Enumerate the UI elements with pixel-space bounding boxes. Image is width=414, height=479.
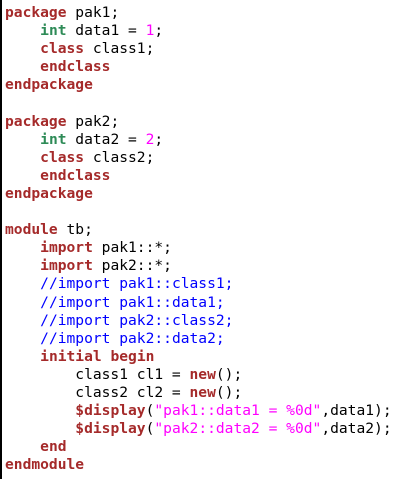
code-token: endclass bbox=[40, 58, 111, 76]
code-token bbox=[5, 131, 40, 148]
code-token: int bbox=[40, 22, 67, 40]
code-line bbox=[5, 94, 392, 112]
code-token bbox=[5, 239, 40, 256]
code-token bbox=[5, 257, 40, 274]
code-token: 1 bbox=[145, 22, 155, 40]
code-token bbox=[5, 312, 40, 329]
code-token: data2 = bbox=[66, 130, 146, 148]
code-token: package bbox=[5, 112, 67, 130]
code-token: //import pak2::data2; bbox=[40, 329, 225, 347]
code-token: class bbox=[40, 148, 85, 166]
code-token bbox=[5, 402, 75, 419]
code-token: "pak1::data1 = %0d" bbox=[154, 402, 322, 420]
code-token: end bbox=[40, 438, 67, 456]
code-token: //import pak2::class2; bbox=[40, 311, 234, 329]
code-line: endpackage bbox=[5, 185, 392, 203]
code-token: "pak2::data2 = %0d" bbox=[154, 420, 322, 438]
code-token: tb; bbox=[57, 221, 93, 239]
code-token: $display bbox=[75, 402, 146, 420]
code-token bbox=[5, 330, 40, 347]
code-token: endpackage bbox=[5, 76, 93, 94]
code-token: import bbox=[40, 257, 93, 275]
code-token: $display bbox=[75, 420, 146, 438]
code-line: endclass bbox=[5, 167, 392, 185]
code-token bbox=[5, 22, 40, 39]
code-token: new bbox=[189, 383, 216, 401]
code-line: package pak1; bbox=[5, 4, 392, 22]
code-line: end bbox=[5, 438, 392, 456]
code-token: ; bbox=[154, 130, 164, 148]
code-line: //import pak2::data2; bbox=[5, 330, 392, 348]
code-token: ,data1); bbox=[321, 402, 392, 420]
code-line: //import pak1::data1; bbox=[5, 294, 392, 312]
code-line: endmodule bbox=[5, 456, 392, 474]
code-token: endpackage bbox=[5, 184, 93, 202]
code-token: class2 cl2 = bbox=[5, 383, 190, 401]
code-token: (); bbox=[215, 383, 243, 401]
code-line bbox=[5, 203, 392, 221]
code-line: class1 cl1 = new(); bbox=[5, 366, 392, 384]
code-line: package pak2; bbox=[5, 113, 392, 131]
code-token: //import pak1::data1; bbox=[40, 293, 225, 311]
code-line: //import pak1::class1; bbox=[5, 275, 392, 293]
code-token: pak1::*; bbox=[92, 239, 172, 257]
code-token: //import pak1::class1; bbox=[40, 275, 234, 293]
code-token: initial bbox=[40, 347, 102, 365]
code-token: pak2; bbox=[66, 112, 120, 130]
code-token: class1 cl1 = bbox=[5, 365, 190, 383]
code-token: class2; bbox=[84, 148, 155, 166]
code-line: int data1 = 1; bbox=[5, 22, 392, 40]
code-token: ,data2); bbox=[321, 420, 392, 438]
code-token: (); bbox=[215, 365, 243, 383]
code-token: module bbox=[5, 221, 58, 239]
code-token: ; bbox=[154, 22, 164, 40]
code-line: class class1; bbox=[5, 40, 392, 58]
code-token: 2 bbox=[145, 130, 155, 148]
code-token: data1 = bbox=[66, 22, 146, 40]
code-line: import pak2::*; bbox=[5, 257, 392, 275]
code-token: begin bbox=[110, 347, 155, 365]
code-token: ( bbox=[145, 420, 155, 438]
code-token bbox=[5, 167, 40, 184]
code-line: import pak1::*; bbox=[5, 239, 392, 257]
code-line: endpackage bbox=[5, 76, 392, 94]
code-token: import bbox=[40, 239, 93, 257]
code-line: $display("pak1::data1 = %0d",data1); bbox=[5, 402, 392, 420]
code-token: ( bbox=[145, 402, 155, 420]
code-token: int bbox=[40, 130, 67, 148]
code-line: endclass bbox=[5, 58, 392, 76]
code-token bbox=[5, 294, 40, 311]
code-area[interactable]: package pak1; int data1 = 1; class class… bbox=[5, 4, 392, 474]
code-line: module tb; bbox=[5, 221, 392, 239]
code-token: pak1; bbox=[66, 4, 120, 21]
code-token bbox=[5, 348, 40, 365]
code-line: //import pak2::class2; bbox=[5, 312, 392, 330]
code-line: int data2 = 2; bbox=[5, 131, 392, 149]
code-line: initial begin bbox=[5, 348, 392, 366]
code-token: package bbox=[5, 4, 67, 21]
code-token bbox=[5, 40, 40, 57]
code-line: class2 cl2 = new(); bbox=[5, 384, 392, 402]
code-token bbox=[5, 275, 40, 292]
code-token bbox=[5, 58, 40, 75]
code-token: class bbox=[40, 40, 85, 58]
code-token: endmodule bbox=[5, 456, 85, 474]
code-token: pak2::*; bbox=[92, 257, 172, 275]
cursor-gutter bbox=[0, 0, 2, 479]
code-line: class class2; bbox=[5, 149, 392, 167]
code-token: class1; bbox=[84, 40, 155, 58]
code-token bbox=[5, 149, 40, 166]
code-token bbox=[5, 420, 75, 437]
code-token bbox=[5, 438, 40, 455]
code-token: endclass bbox=[40, 166, 111, 184]
code-token: new bbox=[189, 365, 216, 383]
code-line: $display("pak2::data2 = %0d",data2); bbox=[5, 420, 392, 438]
